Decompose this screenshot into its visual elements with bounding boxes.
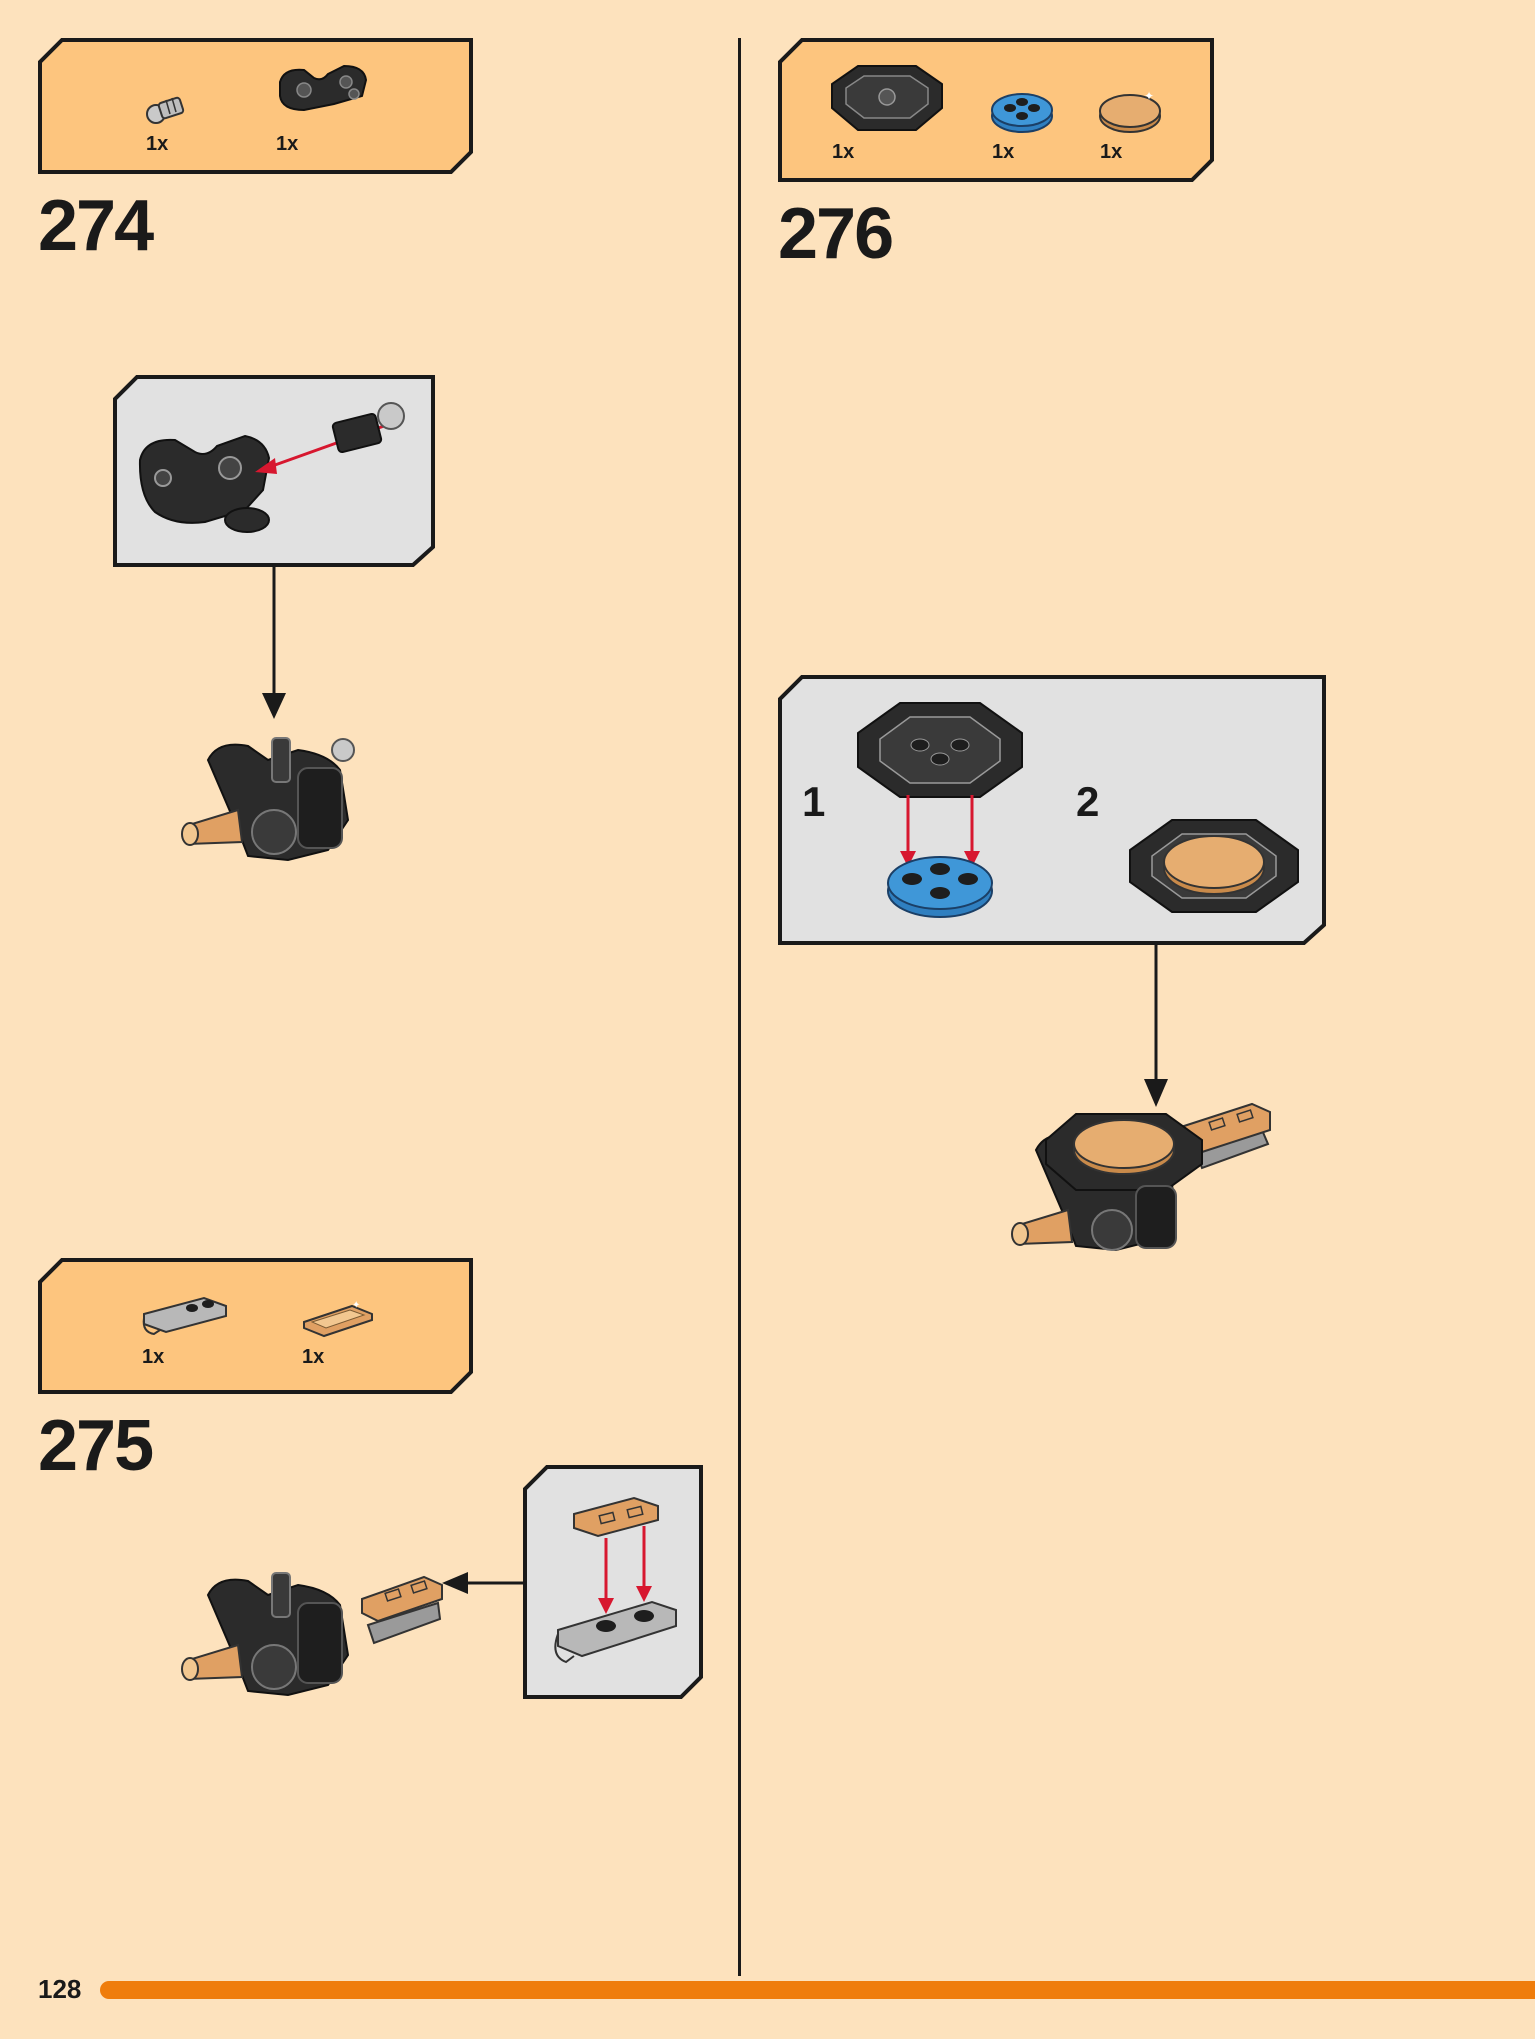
technic-connector-part-icon [279,64,368,112]
svg-text:✦: ✦ [1144,89,1154,103]
substep-1-number: 1 [802,778,826,825]
step-276-part-3-qty: 1x [1100,141,1123,163]
step-276-down-arrow [1144,943,1168,1107]
octagonal-frame-part-icon [831,65,943,131]
step-275-left-arrow [442,1572,528,1594]
technic-connector-callout-illustration [138,402,405,533]
step-275-number: 275 [38,1406,154,1486]
step-275-parts-box [38,1258,473,1394]
step-276-number: 276 [778,194,894,274]
step-276-assembly-illustration [1011,1102,1271,1252]
step-274-part-2-qty: 1x [276,133,299,155]
step-274-parts-box [38,38,473,174]
axle-ball-pin-part-icon [146,96,185,124]
step-276-part-2-qty: 1x [992,141,1015,163]
substep-2-number: 2 [1076,778,1100,825]
clip-plate-part-icon [142,1296,227,1336]
blue-round-plate-part-icon [991,93,1053,133]
svg-text:✦: ✦ [352,1300,360,1311]
step-276-part-1-qty: 1x [832,141,855,163]
substep-1-illustration [857,702,1023,918]
column-divider [738,38,741,1976]
step-275-part-1-qty: 1x [142,1346,165,1368]
page-number: 128 [38,1974,82,2004]
step-274-assembly-illustration [181,737,355,862]
tile-on-clip-plate-callout-illustration [554,1496,677,1664]
footer-accent-bar [100,1981,1535,1999]
step-275-assembly-illustration [181,1572,443,1697]
gold-tile-part-icon: ✦ [303,1300,373,1338]
step-274-part-1-qty: 1x [146,133,169,155]
substep-2-illustration [1129,819,1299,913]
step-274-down-arrow [262,565,286,719]
step-274-number: 274 [38,186,154,266]
step-275-part-2-qty: 1x [302,1346,325,1368]
gold-round-tile-part-icon: ✦ [1099,89,1161,133]
